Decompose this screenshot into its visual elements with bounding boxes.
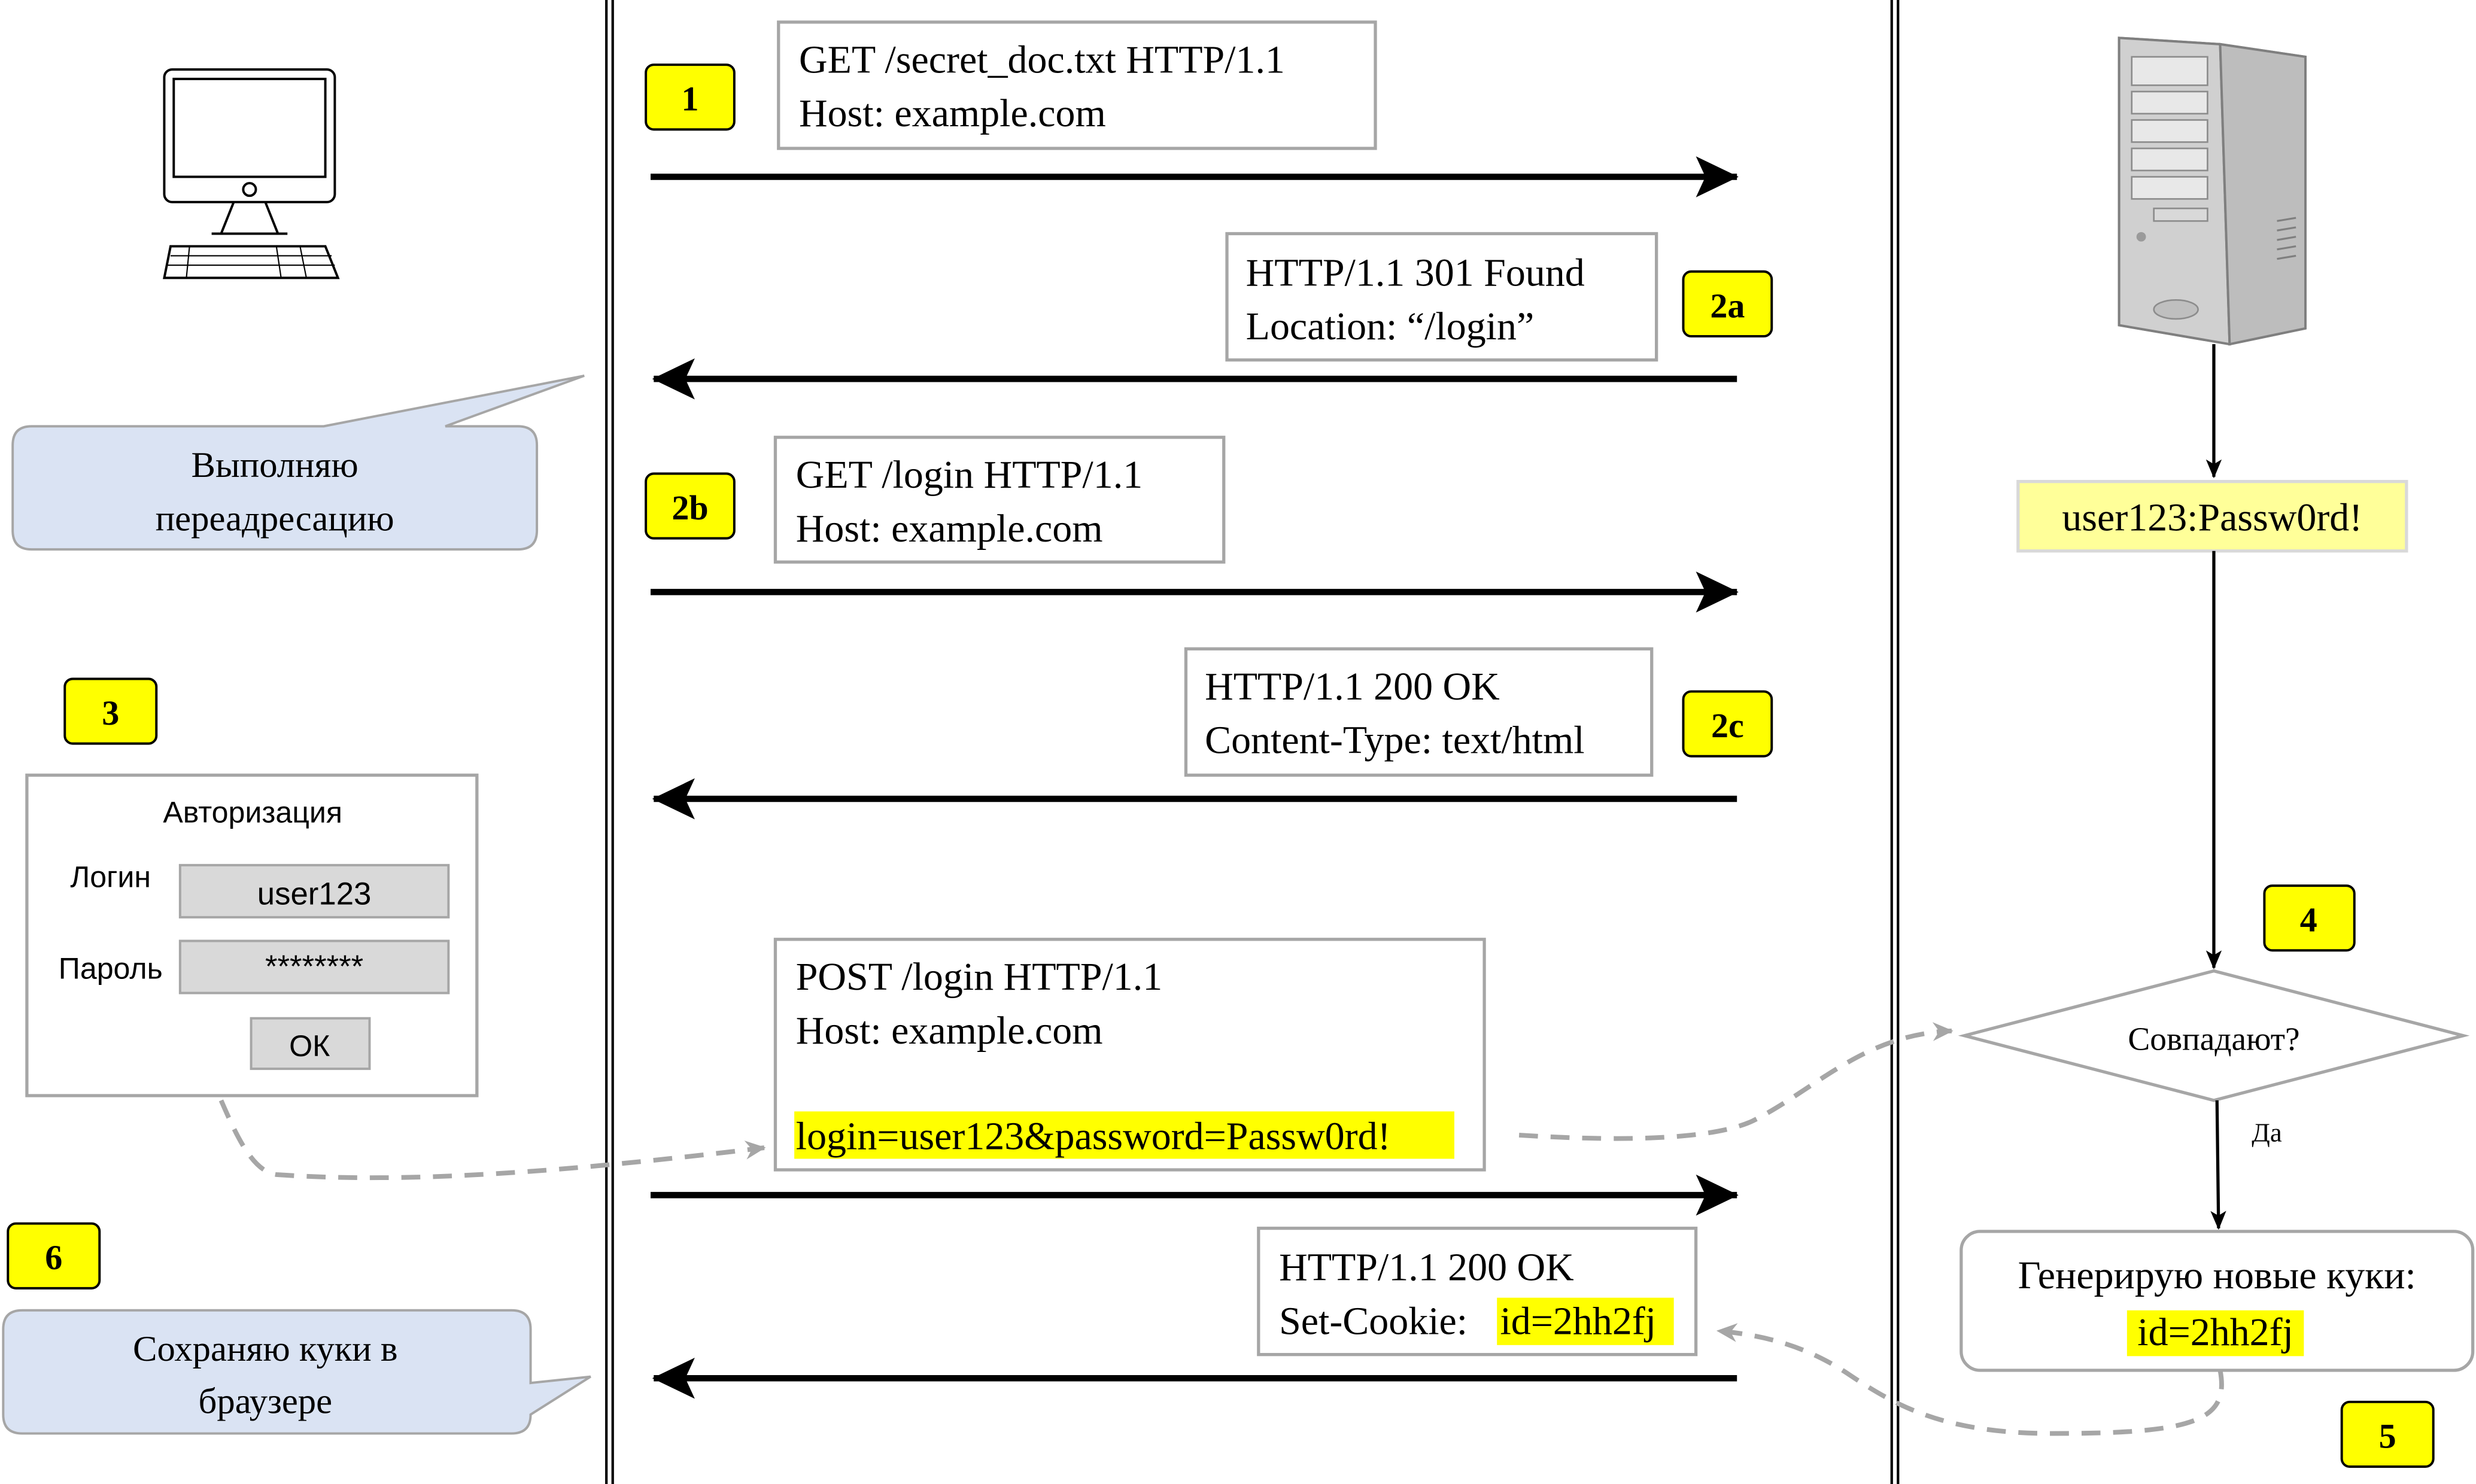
login-form-title: Авторизация [163, 796, 342, 829]
bubble-cookie-line2: браузере [199, 1381, 333, 1421]
yes-label: Да [2252, 1117, 2282, 1147]
message-box-2b: GET /login HTTP/1.1 Host: example.com [773, 436, 1226, 564]
svg-text:5: 5 [2379, 1416, 2396, 1455]
svg-text:2b: 2b [672, 488, 708, 527]
message-3-body-highlight [794, 1111, 1454, 1159]
svg-text:2a: 2a [1710, 286, 1745, 325]
message-1-line2: Host: example.com [799, 92, 1106, 135]
speech-bubble-cookie: Сохраняю куки в браузере [2, 1309, 591, 1435]
bubble-redirect-line1: Выполняю [192, 445, 359, 485]
message-2a-line1: HTTP/1.1 301 Found [1246, 251, 1585, 295]
message-box-3: POST /login HTTP/1.1 Host: example.com l… [773, 938, 1486, 1172]
decision-text: Совпадают? [2128, 1020, 2299, 1057]
message-2a-line2: Location: “/login” [1246, 305, 1535, 348]
generate-cookie-line2: id=2hh2fj [2137, 1310, 2293, 1354]
svg-text:4: 4 [2300, 901, 2317, 939]
message-4-cookie-value: id=2hh2fj [1500, 1299, 1656, 1343]
message-box-2c: HTTP/1.1 200 OK Content-Type: text/html [1184, 647, 1654, 777]
svg-text:6: 6 [45, 1238, 62, 1277]
step-badge-6: 6 [7, 1222, 101, 1290]
decision-diamond: Совпадают? [1958, 969, 2470, 1102]
message-2b-line1: GET /login HTTP/1.1 [796, 453, 1143, 497]
generate-cookie-line1: Генерирую новые куки: [2018, 1254, 2416, 1297]
generate-cookie-box: Генерирую новые куки: id=2hh2fj [1959, 1230, 2475, 1372]
dashed-connector-form-to-post [218, 1099, 766, 1181]
step-badge-5: 5 [2340, 1400, 2435, 1468]
login-label: Логин [70, 860, 151, 894]
generate-cookie-highlight [2126, 1310, 2304, 1357]
message-4-line1: HTTP/1.1 200 OK [1279, 1246, 1574, 1290]
credentials-box: user123:Passw0rd! [2016, 480, 2408, 553]
step-badge-4: 4 [2263, 884, 2356, 952]
bubble-redirect-line2: переадресацию [156, 498, 394, 539]
message-2c-line1: HTTP/1.1 200 OK [1205, 665, 1500, 708]
step-badge-2c: 2c [1682, 690, 1773, 758]
svg-text:2c: 2c [1711, 706, 1744, 745]
message-3-body: login=user123&password=Passw0rd! [796, 1115, 1391, 1158]
lane-separator-client [605, 0, 614, 1484]
speech-bubble-redirect: Выполняю переадресацию [11, 374, 585, 551]
step-badge-2a: 2a [1682, 270, 1773, 337]
password-input-value: ******** [265, 949, 363, 984]
message-2c-line2: Content-Type: text/html [1205, 718, 1585, 762]
step-badge-2b: 2b [645, 472, 736, 540]
password-label: Пароль [59, 952, 163, 986]
server-tower-icon [2117, 37, 2307, 346]
computer-icon [163, 68, 340, 279]
svg-text:1: 1 [682, 80, 699, 118]
svg-text:3: 3 [102, 694, 119, 732]
dashed-connector-post-to-check [1518, 1022, 1954, 1141]
ok-button-label: ОК [289, 1029, 330, 1063]
dashed-connector-cookie-to-response [1716, 1323, 2224, 1436]
bubble-cookie-line1: Сохраняю куки в [133, 1329, 397, 1369]
credentials-text: user123:Passw0rd! [2062, 495, 2362, 539]
message-3-line2: Host: example.com [796, 1009, 1103, 1053]
ok-button[interactable] [250, 1017, 371, 1071]
message-box-2a: HTTP/1.1 301 Found Location: “/login” [1225, 232, 1658, 362]
message-box-1: GET /secret_doc.txt HTTP/1.1 Host: examp… [777, 20, 1377, 150]
password-input[interactable] [178, 939, 450, 995]
step-badge-1: 1 [645, 63, 736, 131]
message-1-line1: GET /secret_doc.txt HTTP/1.1 [799, 38, 1285, 81]
message-4-cookie-highlight [1497, 1297, 1674, 1345]
message-4-line2-prefix: Set-Cookie: [1279, 1299, 1468, 1343]
login-input[interactable] [178, 863, 450, 919]
login-form: Авторизация Логин user123 Пароль *******… [25, 773, 479, 1097]
login-input-value: user123 [257, 877, 372, 912]
message-box-4: HTTP/1.1 200 OK Set-Cookie: id=2hh2fj [1257, 1226, 1698, 1357]
step-badge-3: 3 [63, 677, 158, 745]
message-3-line1: POST /login HTTP/1.1 [796, 955, 1162, 999]
flow-arrow-yes [2210, 1100, 2226, 1230]
lane-separator-server [1890, 0, 1900, 1484]
message-2b-line2: Host: example.com [796, 507, 1103, 551]
